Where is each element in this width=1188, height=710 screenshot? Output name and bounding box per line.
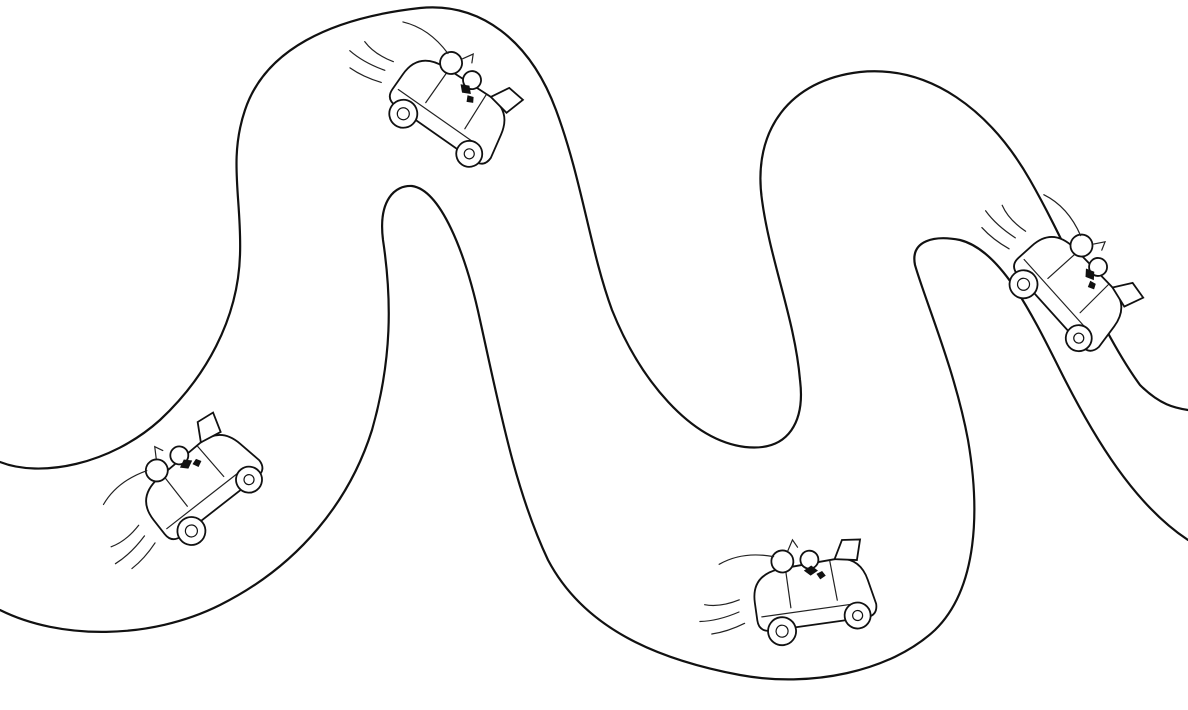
road-upper-edge xyxy=(0,6,1188,470)
car-bottom-center xyxy=(689,528,881,658)
car-lower-left xyxy=(72,400,278,593)
car-top-center xyxy=(328,0,535,182)
car-right xyxy=(958,164,1156,367)
road-lower-edge xyxy=(0,184,1188,681)
